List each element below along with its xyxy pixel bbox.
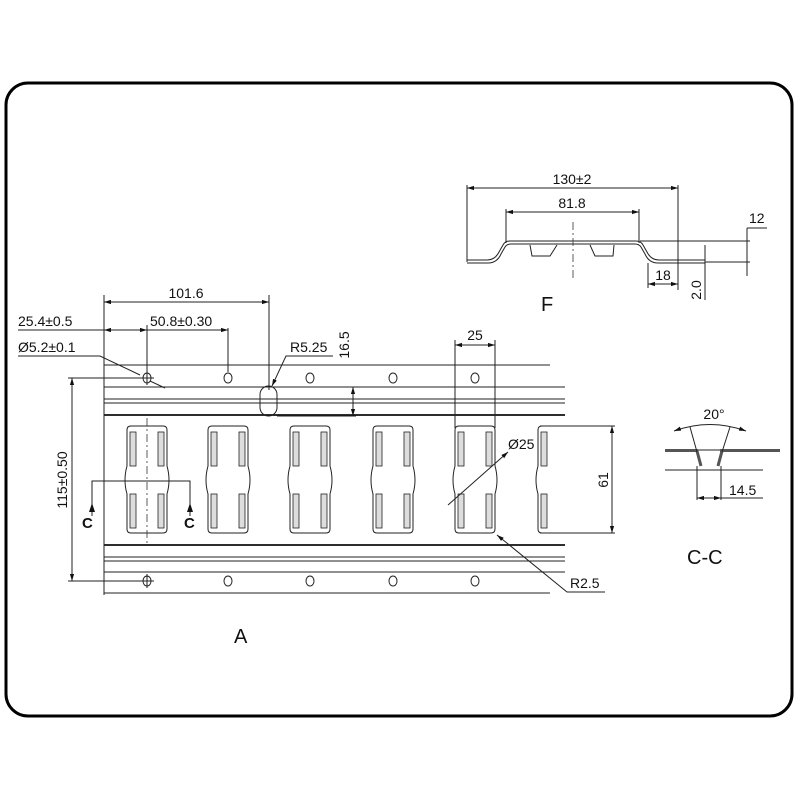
- dim-width: 14.5: [729, 482, 756, 498]
- slot-lip: [210, 493, 218, 529]
- slot-lip: [403, 493, 411, 529]
- mounting-holes: [140, 371, 480, 588]
- dim-angle: 20°: [703, 406, 724, 422]
- dim-oval-radius: R5.25: [290, 339, 328, 355]
- slot-lip: [320, 493, 328, 529]
- slot-lip: [238, 431, 246, 467]
- section-mark-left: C: [82, 515, 93, 532]
- view-cc: 20° 14.5 C-C: [665, 406, 780, 569]
- slot-lip: [457, 493, 465, 529]
- slot: [370, 425, 416, 534]
- dim-top-width: 81.8: [558, 195, 585, 211]
- view-a: 101.6 25.4±0.5 50.8±0.30 Ø5.2±0.1 R5.25 …: [18, 285, 615, 648]
- hole-center-mark: [140, 371, 154, 588]
- dim-corner-radius: R2.5: [570, 575, 600, 591]
- slot-lip: [157, 493, 165, 529]
- hole: [470, 575, 480, 587]
- hole: [388, 575, 398, 587]
- dim-thickness: 2.0: [688, 280, 704, 300]
- dim-edge-offset: 25.4±0.5: [18, 313, 73, 329]
- slot-lip: [129, 431, 137, 467]
- slot: [287, 425, 333, 534]
- dim-depth: 12: [749, 210, 765, 226]
- slot-lip: [292, 493, 300, 529]
- oval-slot: [259, 385, 278, 417]
- slot-lip: [292, 431, 300, 467]
- slot-lip: [485, 493, 493, 529]
- slots: [124, 425, 560, 534]
- view-a-label: A: [234, 626, 248, 648]
- slot-partial: [535, 425, 560, 534]
- slot-lip: [540, 431, 548, 467]
- slot-lip: [238, 493, 246, 529]
- slot-lip: [210, 431, 218, 467]
- hole: [470, 372, 480, 384]
- hole: [223, 575, 233, 587]
- slot-lip: [157, 431, 165, 467]
- dim-pitch-long: 101.6: [168, 285, 203, 301]
- dim-overall-width: 130±2: [553, 171, 592, 187]
- slot-lip: [457, 431, 465, 467]
- drawing-frame: [4, 81, 794, 718]
- slot-lip: [540, 493, 548, 529]
- dim-oval-height: 16.5: [336, 331, 352, 358]
- rail-profile: [467, 240, 705, 264]
- slot-lip: [375, 493, 383, 529]
- hole: [305, 372, 315, 384]
- slot-lip: [320, 431, 328, 467]
- rail-outline: [103, 364, 565, 595]
- slot: [452, 425, 498, 534]
- dim-flange: 18: [655, 267, 671, 283]
- slot-lip: [403, 431, 411, 467]
- view-cc-label: C-C: [687, 547, 723, 569]
- slot-lip: [129, 493, 137, 529]
- hole: [305, 575, 315, 587]
- section-mark-right: C: [184, 515, 195, 532]
- slot: [205, 425, 251, 534]
- view-f: 130±2 81.8 12 18 2.0 F: [466, 171, 767, 316]
- dim-total-height: 115±0.50: [54, 451, 70, 508]
- dim-slot-dia: Ø25: [508, 436, 535, 452]
- slot: [124, 425, 170, 534]
- dim-hole-dia: Ø5.2±0.1: [18, 339, 76, 355]
- hole: [388, 372, 398, 384]
- dim-slot-height: 61: [595, 472, 611, 488]
- hole: [223, 372, 233, 384]
- dim-slot-width: 25: [467, 327, 483, 343]
- view-f-label: F: [541, 294, 553, 316]
- dim-hole-pitch: 50.8±0.30: [150, 313, 212, 329]
- slot-lip: [485, 431, 493, 467]
- slot-lip: [375, 431, 383, 467]
